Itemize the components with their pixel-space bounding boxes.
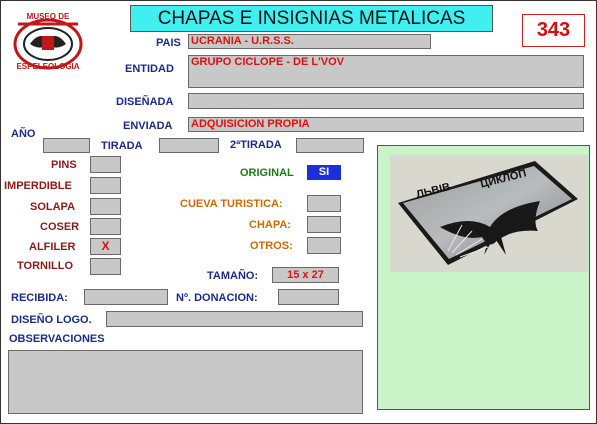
alfiler-check-mark: X <box>101 239 110 253</box>
tornillo-label: TORNILLO <box>17 260 74 272</box>
tirada-field[interactable] <box>159 138 219 153</box>
enviada-field[interactable]: ADQUISICION PROPIA <box>188 117 584 132</box>
observaciones-field[interactable] <box>8 350 363 414</box>
entidad-field[interactable]: GRUPO CICLOPE - DE L'VOV <box>188 55 584 88</box>
enviada-label: ENVIADA <box>123 120 173 132</box>
logo-top-text: MUSEO DE <box>26 12 70 21</box>
recibida-field[interactable] <box>84 289 168 305</box>
ano-field[interactable] <box>43 138 90 153</box>
diseno-logo-field[interactable] <box>106 311 363 327</box>
pais-field[interactable]: UCRANIA - U.R.S.S. <box>188 34 431 49</box>
cueva-turistica-label: CUEVA TURISTICA: <box>180 198 283 210</box>
imperdible-checkbox[interactable] <box>90 177 121 194</box>
page-title: CHAPAS E INSIGNIAS METALICAS <box>130 5 493 32</box>
logo-bottom-text: ESPELEOLOGIA <box>16 62 80 71</box>
tamano-field[interactable]: 15 x 27 <box>272 267 339 283</box>
n-donacion-label: Nº. DONACION: <box>176 292 258 304</box>
imperdible-label: IMPERDIBLE <box>4 180 72 192</box>
ano-label: AÑO <box>11 128 36 140</box>
cueva-turistica-field[interactable] <box>307 195 341 212</box>
original-field[interactable]: SI <box>307 165 341 180</box>
coser-checkbox[interactable] <box>90 218 121 235</box>
n-donacion-field[interactable] <box>278 289 339 305</box>
solapa-label: SOLAPA <box>30 201 76 213</box>
otros-field[interactable] <box>307 237 341 254</box>
pins-label: PINS <box>51 159 77 171</box>
recibida-label: RECIBIDA: <box>11 292 68 304</box>
chapa-label: CHAPA: <box>249 219 291 231</box>
badge-photo: ЛЬВІВ ЦИКЛОП <box>390 155 588 272</box>
entidad-label: ENTIDAD <box>125 63 174 75</box>
tirada-label: TIRADA <box>101 140 143 152</box>
museum-logo: MUSEO DE ESPELEOLOGIA <box>8 12 88 74</box>
otros-label: OTROS: <box>250 240 293 252</box>
pais-label: PAIS <box>156 37 181 49</box>
tamano-label: TAMAÑO: <box>207 270 259 282</box>
chapa-field[interactable] <box>307 216 341 233</box>
segunda-tirada-field[interactable] <box>296 138 364 153</box>
tornillo-checkbox[interactable] <box>90 258 121 275</box>
record-number: 343 <box>522 14 585 47</box>
disenada-label: DISEÑADA <box>116 96 174 108</box>
observaciones-label: OBSERVACIONES <box>9 333 105 345</box>
diseno-logo-label: DISEÑO LOGO. <box>11 314 92 326</box>
coser-label: COSER <box>40 221 80 233</box>
alfiler-label: ALFILER <box>29 241 76 253</box>
segunda-tirada-label: 2ªTIRADA <box>230 139 282 151</box>
original-label: ORIGINAL <box>240 167 294 179</box>
disenada-field[interactable] <box>188 93 584 109</box>
alfiler-checkbox[interactable]: X <box>90 238 121 255</box>
solapa-checkbox[interactable] <box>90 198 121 215</box>
pins-checkbox[interactable] <box>90 156 121 173</box>
